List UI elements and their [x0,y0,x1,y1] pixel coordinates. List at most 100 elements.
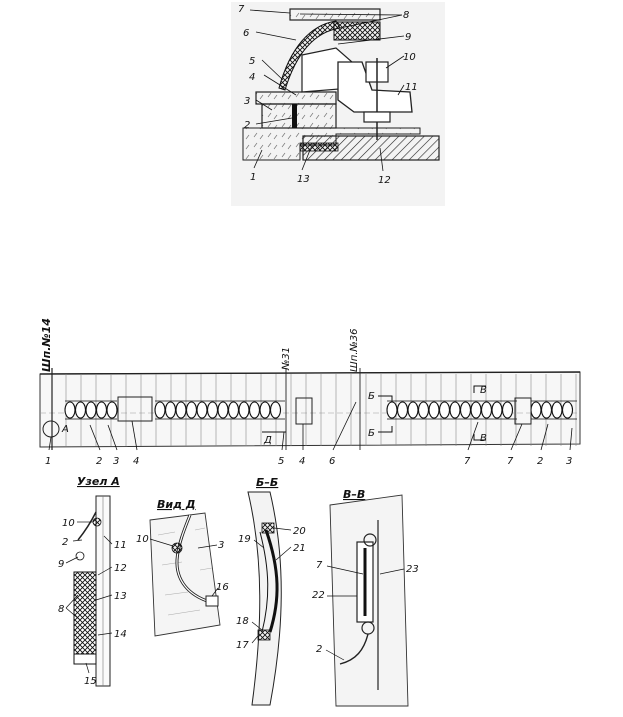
callout-7b: 7 [507,456,514,467]
curved-cover [278,20,341,91]
coil-link [95,401,108,419]
frame-label-36: Шп.№36 [349,328,360,372]
top-label-6: 6 [243,28,249,39]
section-v-bottom: В [480,433,487,444]
view-d-label-10: 10 [136,534,149,545]
coil-link [227,401,240,419]
callout-3b: 3 [566,456,572,467]
bottom-leaders [48,401,573,451]
mount-7-right [514,397,532,425]
view-d-title: Вид Д [157,498,196,511]
node-a-label-15: 15 [84,676,97,687]
coil-link [248,401,261,419]
section-b-top: Б [368,391,375,402]
node-a-label-9: 9 [58,559,64,570]
frame-top-edge [39,371,581,375]
view-d-rivet-marks [157,527,213,616]
coil-link [438,401,451,419]
top-label-7: 7 [238,4,245,15]
coil-link [386,401,398,419]
section-v-top: В [480,385,487,396]
coil-link [217,401,229,419]
section-bb-label-19: 19 [238,534,251,545]
strip-2 [292,104,297,128]
section-b-b: Б–Б 19 20 21 18 17 [236,476,306,706]
section-v-v: В–В 7 23 22 2 [312,488,419,707]
lower-nut [363,111,391,123]
view-d-fitting-16 [205,595,219,607]
section-bb-heater-21 [264,529,279,633]
node-a-label-8: 8 [58,604,64,615]
coil-link [396,401,409,419]
section-bb-label-20: 20 [293,526,306,537]
coil-link [185,401,198,419]
callout-5: 5 [278,456,284,467]
top-label-12: 12 [378,175,391,186]
section-bb-label-17: 17 [236,640,249,651]
node-a-heater-8 [73,571,97,655]
pad-13 [299,142,339,152]
section-bb-skin [247,491,282,706]
callout-4: 4 [133,456,139,467]
coil-link [407,401,419,419]
view-d-label-16: 16 [216,582,229,593]
node-a-fitting-9 [75,551,85,561]
section-d-mark: Д [263,435,272,446]
view-d-leaders [149,538,219,597]
section-vv-pipe-2 [339,633,369,665]
node-a-base-15 [73,653,97,665]
node-a-label-13: 13 [114,591,127,602]
node-a-clamp-10 [92,517,102,527]
callout-4b: 4 [299,456,305,467]
callout-2b: 2 [537,456,543,467]
section-vv-label-22: 22 [312,590,325,601]
node-a-leaders [65,521,113,674]
coil-link [551,401,563,419]
node-a-pipe-2 [77,511,97,541]
top-label-1: 1 [250,172,256,183]
coil-link [64,401,76,419]
bottom-assembly-drawing: Шп.№14 №31 Шп.№36 А Б Б В В Д [39,318,581,707]
section-vv-label-23: 23 [406,564,419,575]
section-bb-clip-17 [257,629,271,641]
coil-link [540,401,553,419]
frame-label-14: Шп.№14 [40,318,53,372]
node-a-label-11: 11 [114,540,127,551]
section-b-bottom: Б [368,428,375,439]
section-vv-label-2: 2 [316,644,322,655]
top-leaders [249,9,405,172]
section-bb-leaders [251,527,292,644]
top-label-3: 3 [244,96,250,107]
callout-6: 6 [329,456,335,467]
coil-link [470,401,482,419]
coil-link [154,401,166,419]
coil-link [530,401,542,419]
callout-2: 2 [96,456,102,467]
coil-link [459,401,472,419]
view-d-panel [149,512,221,637]
top-label-8: 8 [403,10,409,21]
coil-link [501,401,514,419]
coil-link [85,401,97,419]
node-a-letter: А [61,424,69,435]
section-bb-title: Б–Б [256,476,278,489]
section-bb-cover-19 [259,531,269,633]
block-3 [261,103,337,129]
section-bb-label-21: 21 [293,543,306,554]
top-label-4: 4 [249,72,255,83]
view-d-clamp-10 [171,542,183,554]
top-label-9: 9 [405,32,411,43]
section-arrows [262,385,486,441]
section-bb-label-18: 18 [236,616,249,627]
coil-link [491,401,503,419]
coil-link [259,401,271,419]
bracket-11 [337,61,413,113]
node-a-label-12: 12 [114,563,127,574]
bracket-4-right [295,397,313,425]
coil-link [480,401,493,419]
view-d-pipe-inner [176,514,211,603]
top-label-5: 5 [249,56,255,67]
top-label-2: 2 [244,120,250,131]
